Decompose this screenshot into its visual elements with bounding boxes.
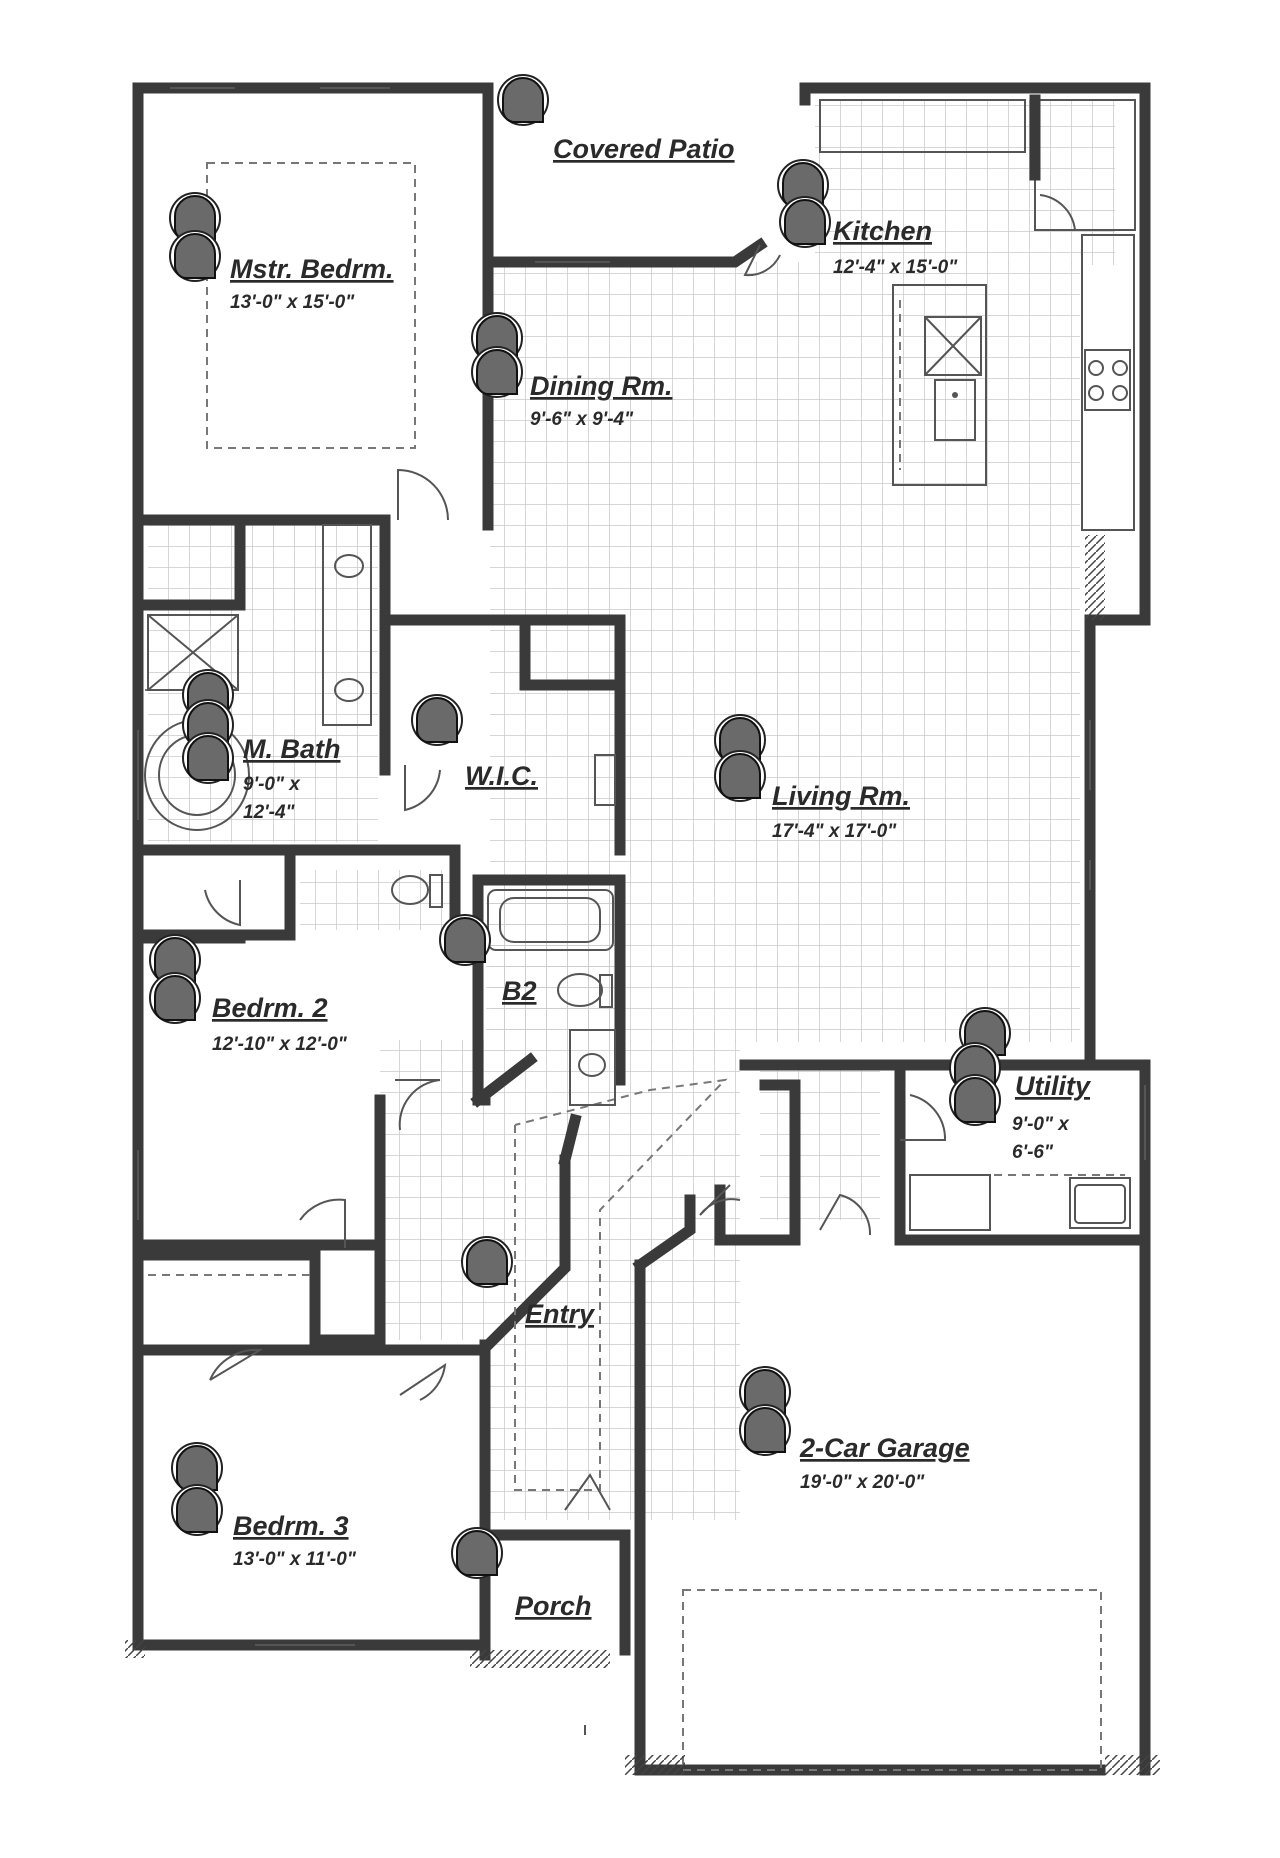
camera-view-marker-icon[interactable] bbox=[949, 1074, 1001, 1126]
camera-view-marker-icon[interactable] bbox=[169, 230, 221, 282]
camera-view-marker-icon[interactable] bbox=[149, 972, 201, 1024]
label-kitchen: Kitchen bbox=[833, 216, 932, 246]
camera-view-marker-icon[interactable] bbox=[411, 694, 463, 746]
label-master-bedroom: Mstr. Bedrm. bbox=[230, 254, 394, 284]
camera-view-marker-icon[interactable] bbox=[439, 914, 491, 966]
dims-dining: 9'-6" x 9'-4" bbox=[530, 409, 634, 430]
dims-utility-1: 9'-0" x bbox=[1012, 1114, 1070, 1135]
label-entry: Entry bbox=[525, 1299, 596, 1329]
label-utility: Utility bbox=[1015, 1071, 1092, 1101]
tiled-floor bbox=[148, 100, 1115, 1520]
windows bbox=[137, 87, 1146, 1735]
hatched-posts bbox=[125, 535, 1160, 1775]
dims-master-bedroom: 13'-0" x 15'-0" bbox=[230, 292, 355, 313]
dims-master-bath-2: 12'-4" bbox=[243, 802, 296, 823]
dims-living: 17'-4" x 17'-0" bbox=[772, 821, 897, 842]
label-covered-patio: Covered Patio bbox=[553, 134, 735, 164]
label-master-bath: M. Bath bbox=[243, 734, 341, 764]
camera-view-marker-icon[interactable] bbox=[182, 732, 234, 784]
dims-bedroom3: 13'-0" x 11'-0" bbox=[233, 1549, 357, 1570]
kitchen-island bbox=[892, 284, 987, 486]
doors bbox=[204, 194, 1077, 1511]
camera-view-marker-icon[interactable] bbox=[471, 346, 523, 398]
fixtures bbox=[144, 524, 1131, 1231]
camera-view-marker-icon[interactable] bbox=[171, 1484, 223, 1536]
label-bedroom2: Bedrm. 2 bbox=[212, 993, 328, 1023]
label-porch: Porch bbox=[515, 1591, 592, 1621]
dims-kitchen: 12'-4" x 15'-0" bbox=[833, 257, 958, 278]
label-living: Living Rm. bbox=[772, 781, 910, 811]
label-wic: W.I.C. bbox=[465, 761, 538, 791]
dims-master-bath-1: 9'-0" x bbox=[243, 774, 301, 795]
camera-view-marker-icon[interactable] bbox=[497, 74, 549, 126]
dims-utility-2: 6'-6" bbox=[1012, 1142, 1054, 1163]
label-bath2: B2 bbox=[502, 976, 537, 1006]
label-bedroom3: Bedrm. 3 bbox=[233, 1511, 349, 1541]
dims-garage: 19'-0" x 20'-0" bbox=[800, 1472, 925, 1493]
camera-view-marker-icon[interactable] bbox=[714, 750, 766, 802]
label-dining: Dining Rm. bbox=[530, 371, 673, 401]
camera-view-marker-icon[interactable] bbox=[779, 196, 831, 248]
label-garage: 2-Car Garage bbox=[799, 1433, 970, 1463]
room-labels: Covered Patio Kitchen 12'-4" x 15'-0" Ms… bbox=[212, 134, 1092, 1621]
camera-view-marker-icon[interactable] bbox=[739, 1404, 791, 1456]
camera-view-marker-icon[interactable] bbox=[451, 1527, 503, 1579]
dims-bedroom2: 12'-10" x 12'-0" bbox=[212, 1034, 348, 1055]
camera-view-marker-icon[interactable] bbox=[461, 1236, 513, 1288]
